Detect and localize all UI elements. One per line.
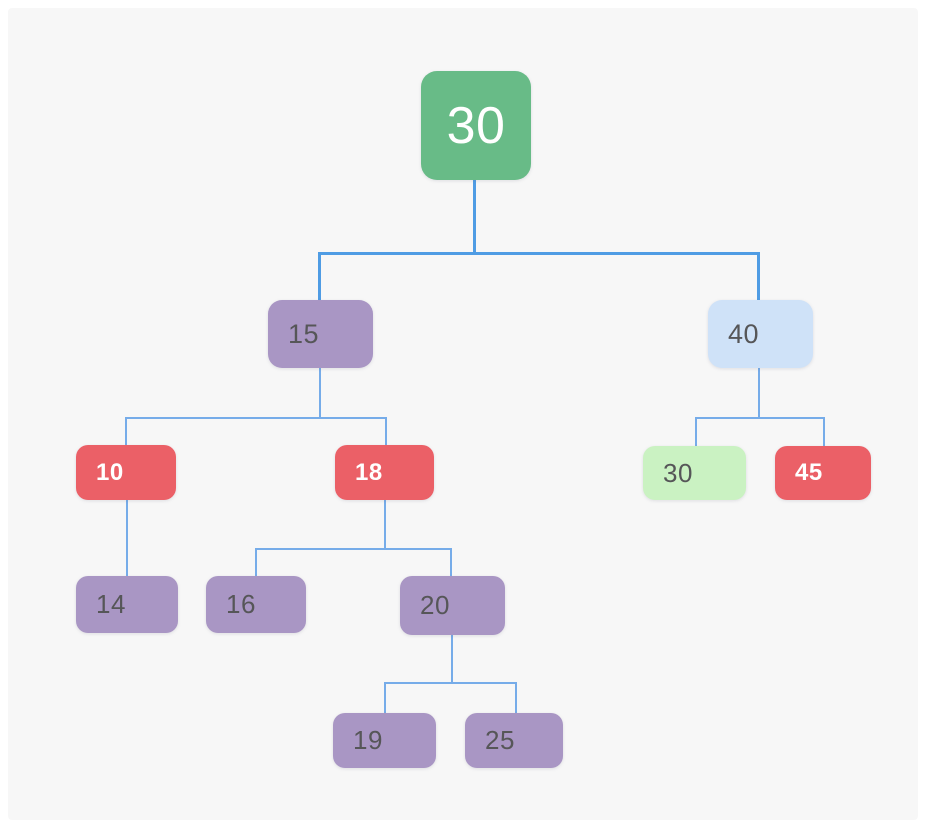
- edge-40-bar: [695, 417, 825, 419]
- tree-node-16: 16: [206, 576, 306, 633]
- edge-40-to-45: [823, 417, 825, 446]
- edge-15-to-18: [385, 417, 387, 445]
- edge-root-bar: [318, 252, 759, 255]
- edge-root-to-15: [318, 252, 321, 300]
- tree-node-45: 45: [775, 446, 871, 500]
- edge-15-drop: [319, 368, 321, 417]
- edge-10-to-14: [126, 500, 128, 576]
- edge-18-to-16: [255, 548, 257, 576]
- tree-node-20: 20: [400, 576, 505, 635]
- edge-20-bar: [384, 682, 517, 684]
- tree-node-15: 15: [268, 300, 373, 368]
- edge-20-to-25: [515, 682, 517, 713]
- tree-node-18: 18: [335, 445, 434, 500]
- tree-node-10: 10: [76, 445, 176, 500]
- tree-node-30: 30: [643, 446, 746, 500]
- edge-18-drop: [384, 500, 386, 548]
- tree-node-40: 40: [708, 300, 813, 368]
- edge-18-to-20: [450, 548, 452, 576]
- edge-15-bar: [125, 417, 387, 419]
- edge-root-to-40: [757, 252, 760, 300]
- tree-node-19: 19: [333, 713, 436, 768]
- edge-root-drop: [473, 180, 476, 254]
- edge-20-to-19: [384, 682, 386, 713]
- tree-canvas: 30 15 40 10 18 30 45 14 16 20 19 25: [8, 8, 918, 820]
- edge-20-drop: [451, 635, 453, 682]
- edge-15-to-10: [125, 417, 127, 445]
- tree-node-25: 25: [465, 713, 563, 768]
- tree-node-14: 14: [76, 576, 178, 633]
- edge-40-drop: [758, 368, 760, 417]
- edge-40-to-30: [695, 417, 697, 446]
- edge-18-bar: [255, 548, 452, 550]
- tree-node-root-30: 30: [421, 71, 531, 180]
